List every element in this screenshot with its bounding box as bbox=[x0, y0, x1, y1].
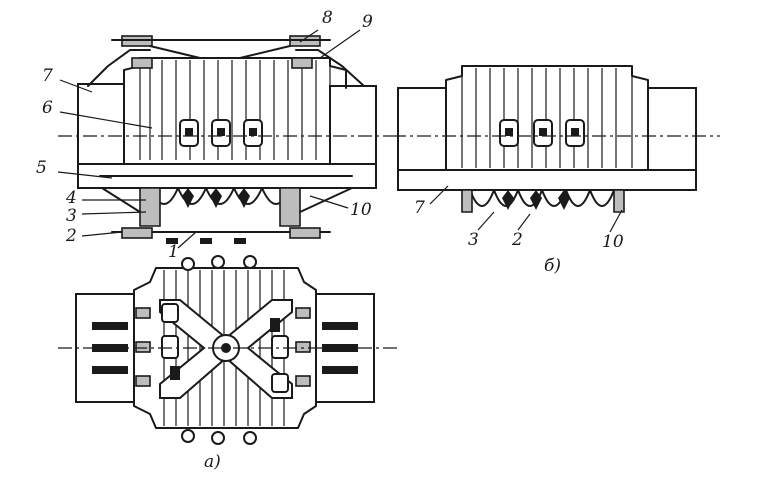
plan-nuts bbox=[135, 307, 311, 387]
label-3: 3 bbox=[66, 206, 77, 226]
left-arm-top bbox=[87, 49, 151, 87]
label-10: 10 bbox=[350, 200, 372, 220]
bottom-nut-1 bbox=[166, 238, 178, 244]
bellows-top-outline bbox=[123, 57, 347, 89]
bottom-nut-3 bbox=[234, 238, 246, 244]
b-flange-plate bbox=[397, 169, 697, 191]
lower-bracket-left bbox=[139, 187, 161, 227]
label-b-3: 3 bbox=[468, 230, 479, 250]
label-b-7: 7 bbox=[414, 198, 425, 218]
label-4: 4 bbox=[66, 188, 77, 208]
caption-b: б) bbox=[544, 256, 562, 276]
lower-bracket-right bbox=[279, 187, 301, 227]
bottom-bolt-right bbox=[289, 227, 321, 239]
label-5: 5 bbox=[36, 158, 47, 178]
clamp-brackets-a bbox=[179, 119, 263, 147]
view-b-section bbox=[392, 65, 720, 233]
right-arm-top bbox=[295, 49, 365, 87]
caption-a: а) bbox=[204, 452, 221, 472]
label-7: 7 bbox=[42, 66, 53, 86]
label-1: 1 bbox=[168, 242, 179, 262]
label-6: 6 bbox=[42, 98, 53, 118]
top-brace bbox=[149, 45, 291, 59]
nut-right-top bbox=[291, 57, 313, 69]
lower-convolutions-a bbox=[149, 187, 291, 208]
plan-bellows-outline bbox=[133, 267, 317, 429]
leader-lines-a bbox=[57, 29, 361, 249]
label-2: 2 bbox=[66, 226, 77, 246]
label-8: 8 bbox=[322, 8, 333, 28]
view-a-side-section bbox=[57, 29, 392, 249]
label-b-2: 2 bbox=[512, 230, 523, 250]
label-9: 9 bbox=[362, 12, 373, 32]
b-bellows-top bbox=[445, 65, 649, 93]
bottom-bolt-left bbox=[121, 227, 153, 239]
bottom-nut-2 bbox=[200, 238, 212, 244]
view-a-plan bbox=[58, 255, 400, 445]
label-b-10: 10 bbox=[602, 232, 624, 252]
plan-eyelets bbox=[181, 255, 257, 445]
plan-clamps bbox=[161, 303, 289, 393]
b-lower-convolutions bbox=[461, 189, 625, 213]
b-clamp-brackets bbox=[499, 119, 585, 147]
b-bellows-pleats bbox=[461, 68, 633, 168]
nut-left-top bbox=[131, 57, 153, 69]
leader-lines-b bbox=[429, 185, 623, 233]
bellows-pleats bbox=[139, 60, 331, 160]
